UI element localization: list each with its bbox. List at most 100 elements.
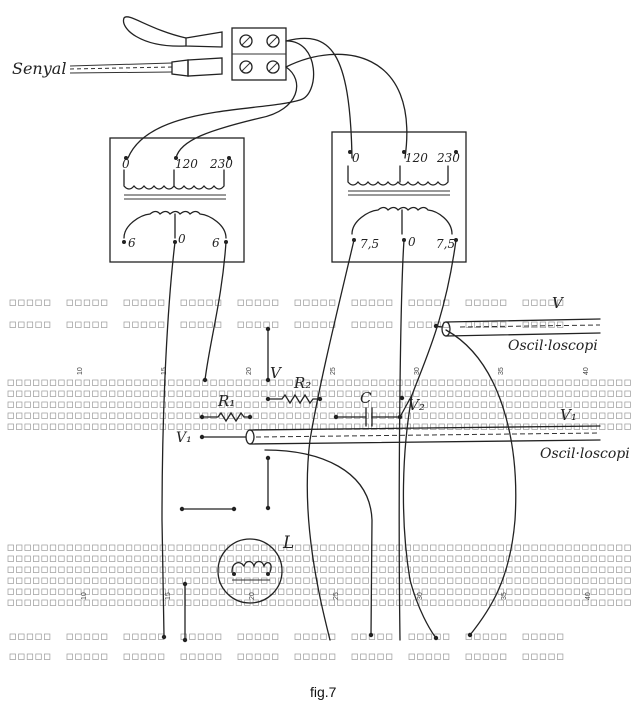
breadboard-hole (83, 321, 91, 328)
breadboard-hole (159, 390, 166, 397)
breadboard-hole (66, 566, 74, 573)
breadboard-hole (100, 390, 107, 397)
breadboard-hole (607, 401, 614, 408)
breadboard-hole (140, 653, 148, 660)
breadboard-hole (438, 588, 445, 595)
breadboard-holes (7, 299, 631, 660)
breadboard-hole (360, 633, 367, 640)
breadboard-hole (58, 555, 65, 562)
breadboard-hole (168, 566, 175, 573)
breadboard-hole (100, 588, 107, 595)
breadboard-hole (514, 544, 521, 551)
breadboard-hole (149, 299, 156, 306)
breadboard-hole (531, 555, 538, 562)
breadboard-hole (455, 577, 462, 584)
breadboard-hole (362, 577, 369, 584)
breadboard-hole (125, 544, 133, 551)
breadboard-hole (294, 577, 302, 584)
breadboard-hole (438, 566, 445, 573)
breadboard-hole (134, 577, 141, 584)
breadboard-hole (294, 566, 302, 573)
breadboard-hole (261, 577, 268, 584)
breadboard-hole (193, 423, 200, 430)
breadboard-hole (168, 555, 175, 562)
breadboard-hole (616, 544, 623, 551)
breadboard-hole (360, 653, 367, 660)
breadboard-hole (244, 390, 251, 397)
breadboard-hole (351, 633, 358, 640)
breadboard-hole (294, 599, 302, 606)
breadboard-hole (430, 412, 437, 419)
breadboard-hole (539, 412, 547, 419)
breadboard-hole (320, 653, 327, 660)
col-num-25-bottom: 25 (333, 592, 340, 600)
breadboard-hole (582, 566, 589, 573)
breadboard-hole (514, 599, 521, 606)
breadboard-hole (75, 321, 82, 328)
breadboard-hole (556, 555, 564, 562)
breadboard-hole (438, 379, 445, 386)
breadboard-hole (573, 566, 581, 573)
breadboard-hole (58, 566, 65, 573)
breadboard-hole (345, 555, 352, 562)
breadboard-hole (101, 653, 108, 660)
breadboard-hole (362, 588, 369, 595)
breadboard-hole (24, 599, 31, 606)
breadboard-hole (624, 379, 631, 386)
breadboard-hole (261, 401, 268, 408)
breadboard-hole (480, 544, 488, 551)
tl-primary-230: 230 (209, 157, 233, 171)
breadboard-hole (168, 599, 175, 606)
breadboard-hole (66, 401, 74, 408)
breadboard-hole (539, 633, 547, 640)
breadboard-hole (75, 379, 82, 386)
col-num-15-top: 15 (161, 367, 168, 375)
breadboard-hole (455, 423, 462, 430)
breadboard-hole (83, 555, 90, 562)
breadboard-hole (261, 555, 268, 562)
breadboard-hole (421, 588, 428, 595)
breadboard-hole (117, 544, 124, 551)
breadboard-hole (210, 577, 217, 584)
breadboard-hole (261, 566, 268, 573)
breadboard-hole (261, 379, 268, 386)
breadboard-hole (202, 401, 209, 408)
breadboard-hole (7, 555, 14, 562)
breadboard-hole (151, 577, 158, 584)
breadboard-hole (599, 544, 606, 551)
breadboard-hole (371, 401, 378, 408)
breadboard-hole (421, 379, 428, 386)
breadboard-hole (616, 379, 623, 386)
breadboard-hole (523, 379, 530, 386)
breadboard-hole (556, 577, 564, 584)
breadboard-hole (303, 588, 310, 595)
breadboard-hole (557, 299, 564, 306)
breadboard-hole (482, 299, 490, 306)
breadboard-hole (599, 555, 606, 562)
breadboard-hole (75, 599, 82, 606)
breadboard-hole (246, 633, 253, 640)
breadboard-hole (354, 390, 361, 397)
breadboard-hole (379, 401, 386, 408)
breadboard-hole (109, 412, 116, 419)
breadboard-hole (142, 588, 150, 595)
breadboard-hole (142, 412, 150, 419)
breadboard-hole (582, 401, 589, 408)
breadboard-hole (100, 599, 107, 606)
breadboard-hole (83, 299, 91, 306)
breadboard-hole (44, 653, 51, 660)
breadboard-hole (489, 577, 496, 584)
breadboard-hole (506, 390, 513, 397)
breadboard-hole (210, 599, 217, 606)
breadboard-hole (523, 577, 530, 584)
breadboard-hole (455, 390, 462, 397)
breadboard-hole (497, 544, 504, 551)
breadboard-hole (26, 321, 34, 328)
breadboard-hole (210, 390, 217, 397)
breadboard-hole (345, 588, 352, 595)
breadboard-hole (16, 544, 23, 551)
breadboard-hole (24, 588, 31, 595)
breadboard-hole (404, 544, 411, 551)
breadboard-hole (237, 633, 244, 640)
tr-secondary-75a: 7,5 (360, 237, 379, 251)
